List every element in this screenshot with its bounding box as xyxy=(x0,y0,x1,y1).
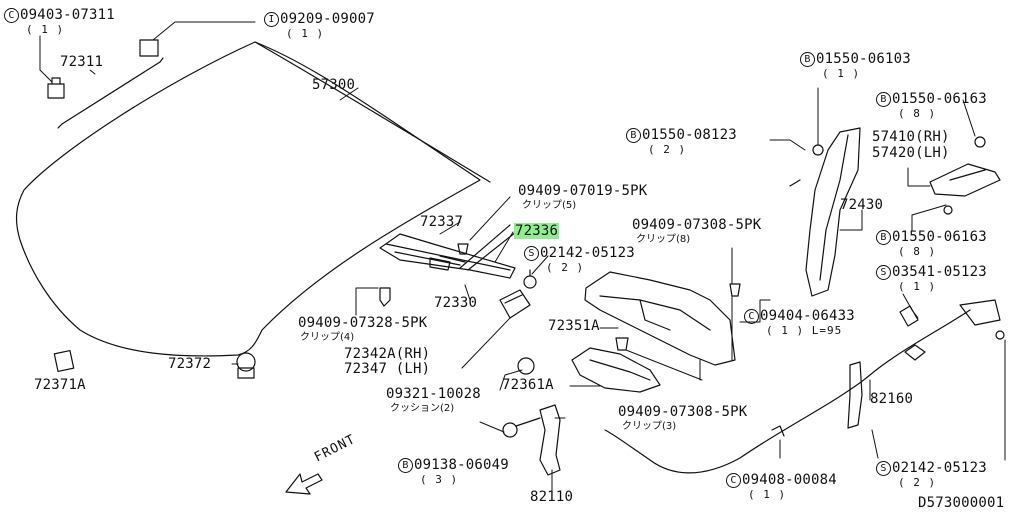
bracket-72342a xyxy=(500,270,536,318)
sub-09409-07328-5pk: クリップ(4) xyxy=(300,332,355,343)
qty-s-02142-05123-b: ( 2 ) xyxy=(898,476,937,489)
seal-72336 xyxy=(460,225,516,270)
label-72361a: 72361A xyxy=(502,377,554,393)
insulator-72351a xyxy=(585,272,735,365)
qty-c-09408-00084: ( 1 ) xyxy=(748,488,787,501)
label-82110: 82110 xyxy=(530,489,574,505)
pad-72371a xyxy=(54,351,73,372)
qty-s-02142-05123-a: ( 2 ) xyxy=(546,261,585,274)
lock-57410 xyxy=(930,137,1000,214)
label-72351a: 72351A xyxy=(548,318,600,334)
qty-c-09404-06433: ( 1 ) L=95 xyxy=(766,324,843,337)
label-72336: 72336 xyxy=(514,223,560,239)
sub-09409-07308-5pk-a: クリップ(8) xyxy=(636,234,691,245)
hood-panel-57300 xyxy=(17,42,490,356)
label-72371a: 72371A xyxy=(34,377,86,393)
qty-s-03541-05123: ( 1 ) xyxy=(898,280,937,293)
hood-rod-72311 xyxy=(48,40,163,128)
label-72372: 72372 xyxy=(168,356,212,372)
diagram-id: D573000001 xyxy=(918,495,1005,511)
cowl-top-72330 xyxy=(380,234,515,278)
sub-09409-07019-5pk: クリップ(5) xyxy=(522,200,577,211)
sub-09409-07308-5pk-b: クリップ(3) xyxy=(622,421,677,432)
label-09321-10028: 09321-10028 xyxy=(386,386,481,402)
leader-lines xyxy=(40,22,1005,490)
qty-b-01550-06163-b: ( 8 ) xyxy=(898,245,937,258)
label-57300: 57300 xyxy=(312,77,356,93)
sub-09321-10028: クッション(2) xyxy=(390,403,455,414)
qty-c-09403-07311: ( 1 ) xyxy=(26,23,65,36)
qty-b-01550-08123: ( 2 ) xyxy=(648,143,687,156)
label-57420: 57420(LH) xyxy=(872,145,950,161)
front-arrow-icon xyxy=(286,474,322,494)
label-72330: 72330 xyxy=(434,295,478,311)
qty-b-09138-06049: ( 3 ) xyxy=(420,473,459,486)
label-82160: 82160 xyxy=(870,391,914,407)
label-72342a: 72342A(RH) xyxy=(344,346,431,362)
qty-b-01550-06103: ( 1 ) xyxy=(822,67,861,80)
qty-b-01550-06163-a: ( 8 ) xyxy=(898,107,937,120)
label-09409-07328-5pk: 09409-07328-5PK xyxy=(298,315,428,331)
label-72347: 72347 (LH) xyxy=(344,361,431,377)
label-09409-07308-5pk-a: 09409-07308-5PK xyxy=(632,217,762,233)
qty-i-09209-09007: ( 1 ) xyxy=(286,27,325,40)
label-57410: 57410(RH) xyxy=(872,129,950,145)
label-09409-07019-5pk: 09409-07019-5PK xyxy=(518,183,648,199)
hinge-82110 xyxy=(503,405,560,475)
label-72430: 72430 xyxy=(840,197,884,213)
label-09409-07308-5pk-b: 09409-07308-5PK xyxy=(618,404,748,420)
insulator-72361a xyxy=(572,348,660,392)
highlighted-part-72336: 72336 xyxy=(514,223,560,239)
clip-fasteners xyxy=(237,244,740,378)
label-72337: 72337 xyxy=(420,214,464,230)
cable-82160 xyxy=(605,300,1004,473)
label-72311: 72311 xyxy=(60,54,104,70)
